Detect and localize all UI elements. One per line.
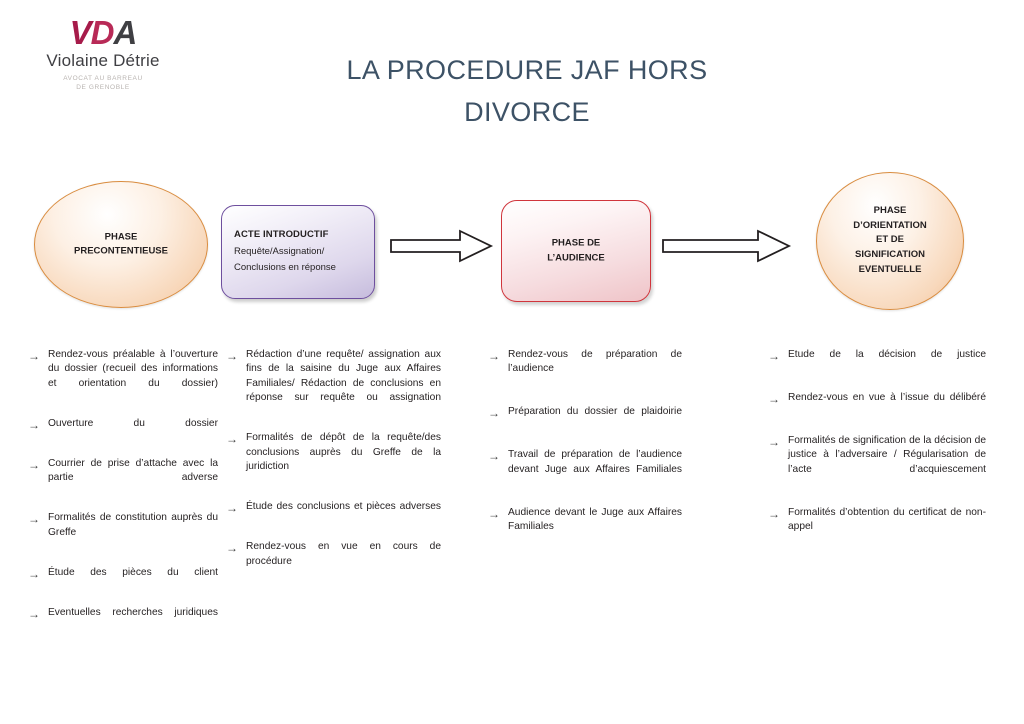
flow-step-line-2: Requête/Assignation/ bbox=[234, 245, 325, 257]
arrow-bullet-icon: → bbox=[488, 349, 500, 363]
page-title-line-1: LA PROCEDURE JAF HORS bbox=[346, 55, 708, 85]
flow-arrow-right-icon bbox=[390, 228, 494, 269]
logo-letter-a: A bbox=[113, 14, 138, 51]
list-item-text: Ouverture du dossier bbox=[48, 417, 218, 429]
logo-mark-vda: VDA bbox=[38, 16, 168, 49]
detail-column-phase-precontentieuse: → Rendez-vous préalable à l’ouverture du… bbox=[28, 348, 218, 646]
logo-name: Violaine Détrie bbox=[46, 51, 160, 70]
list-item-text: Formalités de dépôt de la requête/des co… bbox=[246, 432, 441, 473]
list-item-text: Travail de préparation de l’audience dev… bbox=[508, 449, 682, 475]
detail-column-phase-orientation: → Etude de la décision de justice → Rend… bbox=[768, 348, 986, 563]
list-item-text: Formalités de signification de la décisi… bbox=[788, 434, 986, 475]
list-item: → Audience devant le Juge aux Affaires F… bbox=[488, 506, 682, 549]
list-item: → Ouverture du dossier bbox=[28, 417, 218, 446]
list-item: → Eventuelles recherches juridiques bbox=[28, 606, 218, 635]
list-item: → Formalités de signification de la déci… bbox=[768, 434, 986, 492]
list-item-text: Rendez-vous préalable à l’ouverture du d… bbox=[48, 349, 218, 389]
list-item-text: Audience devant le Juge aux Affaires Fam… bbox=[508, 506, 682, 533]
flow-step-line-4: SIGNIFICATION bbox=[854, 249, 926, 261]
arrow-bullet-icon: → bbox=[28, 512, 40, 527]
list-item: → Etude de la décision de justice bbox=[768, 348, 986, 377]
flow-step-label: PHASE DE L’AUDIENCE bbox=[502, 236, 650, 265]
arrow-bullet-icon: → bbox=[28, 417, 40, 432]
list-item-text: Préparation du dossier de plaidoirie bbox=[508, 406, 682, 418]
flow-step-line-3: ET DE bbox=[876, 234, 904, 246]
list-item: → Courrier de prise d’attache avec la pa… bbox=[28, 457, 218, 500]
logo-letter-d: D bbox=[90, 14, 115, 51]
list-item-text: Étude des pièces du client bbox=[48, 566, 218, 578]
arrow-bullet-icon: → bbox=[488, 449, 500, 464]
arrow-bullet-icon: → bbox=[488, 506, 500, 521]
arrow-bullet-icon: → bbox=[488, 406, 500, 421]
arrow-bullet-icon: → bbox=[28, 457, 40, 472]
list-item-text: Étude des conclusions et pièces adverses bbox=[246, 501, 441, 513]
arrow-bullet-icon: → bbox=[28, 566, 40, 581]
list-item: → Rendez-vous préalable à l’ouverture du… bbox=[28, 348, 218, 406]
logo-subtitle: AVOCAT AU BARREAU DE GRENOBLE bbox=[38, 74, 168, 93]
list-item: → Étude des conclusions et pièces advers… bbox=[226, 500, 441, 529]
brand-logo: VDA Violaine Détrie AVOCAT AU BARREAU DE… bbox=[38, 16, 168, 93]
flow-step-label: PHASE D’ORIENTATION ET DE SIGNIFICATION … bbox=[817, 204, 963, 278]
arrow-bullet-icon: → bbox=[226, 432, 238, 447]
arrow-bullet-icon: → bbox=[226, 349, 238, 363]
list-item-text: Rédaction d’une requête/ assignation aux… bbox=[246, 349, 441, 404]
flow-step-line-1: PHASE DE bbox=[551, 237, 601, 249]
logo-subtitle-line-1: AVOCAT AU BARREAU bbox=[63, 75, 143, 82]
arrow-bullet-icon: → bbox=[768, 506, 780, 521]
list-item-text: Formalités d’obtention du certificat de … bbox=[788, 506, 986, 533]
list-item-text: Courrier de prise d’attache avec la part… bbox=[48, 457, 218, 484]
list-item-text: Formalités de constitution auprès du Gre… bbox=[48, 512, 218, 538]
flow-step-line-1: PHASE bbox=[873, 205, 907, 217]
arrow-bullet-icon: → bbox=[28, 606, 40, 621]
list-item-text: Rendez-vous de préparation de l’audience bbox=[508, 349, 682, 375]
detail-column-phase-audience: → Rendez-vous de préparation de l’audien… bbox=[488, 348, 682, 563]
list-item: → Rendez-vous de préparation de l’audien… bbox=[488, 348, 682, 391]
arrow-bullet-icon: → bbox=[768, 391, 780, 406]
list-item: → Rendez-vous en vue en cours de procédu… bbox=[226, 540, 441, 583]
list-item: → Travail de préparation de l’audience d… bbox=[488, 448, 682, 491]
flow-step-label: PHASE PRECONTENTIEUSE bbox=[35, 230, 207, 259]
logo-letter-v: V bbox=[69, 14, 92, 51]
flow-step-phase-audience: PHASE DE L’AUDIENCE bbox=[501, 200, 651, 302]
flow-step-acte-introductif: ACTE INTRODUCTIF Requête/Assignation/ Co… bbox=[221, 205, 375, 299]
page-title: LA PROCEDURE JAF HORS DIVORCE bbox=[312, 50, 742, 134]
arrow-bullet-icon: → bbox=[768, 349, 780, 363]
flow-step-line-1: ACTE INTRODUCTIF bbox=[234, 229, 329, 241]
list-item: → Formalités de constitution auprès du G… bbox=[28, 511, 218, 554]
flow-step-line-1: PHASE bbox=[104, 230, 138, 242]
arrow-bullet-icon: → bbox=[226, 541, 238, 556]
flow-step-line-3: Conclusions en réponse bbox=[234, 262, 336, 274]
page-title-line-2: DIVORCE bbox=[464, 96, 590, 127]
list-item-text: Eventuelles recherches juridiques bbox=[48, 606, 218, 618]
flow-arrow-right-icon bbox=[662, 228, 792, 269]
list-item: → Formalités de dépôt de la requête/des … bbox=[226, 431, 441, 489]
flow-step-line-2: L’AUDIENCE bbox=[547, 252, 605, 263]
list-item: → Préparation du dossier de plaidoirie bbox=[488, 405, 682, 434]
list-item: → Étude des pièces du client bbox=[28, 566, 218, 595]
list-item-text: Etude de la décision de justice bbox=[788, 349, 986, 360]
list-item: → Rendez-vous en vue à l’issue du délibé… bbox=[768, 391, 986, 420]
flow-step-label: ACTE INTRODUCTIF Requête/Assignation/ Co… bbox=[222, 227, 374, 277]
flow-step-phase-precontentieuse: PHASE PRECONTENTIEUSE bbox=[34, 181, 208, 308]
arrow-bullet-icon: → bbox=[28, 349, 40, 363]
arrow-bullet-icon: → bbox=[768, 434, 780, 449]
flow-step-line-2: PRECONTENTIEUSE bbox=[74, 245, 168, 257]
detail-column-acte-introductif: → Rédaction d’une requête/ assignation a… bbox=[226, 348, 441, 595]
flow-step-line-2: D’ORIENTATION bbox=[853, 219, 927, 231]
list-item: → Formalités d’obtention du certificat d… bbox=[768, 506, 986, 549]
list-item-text: Rendez-vous en vue en cours de procédure bbox=[246, 541, 441, 567]
arrow-bullet-icon: → bbox=[226, 501, 238, 516]
list-item: → Rédaction d’une requête/ assignation a… bbox=[226, 348, 441, 420]
list-item-text: Rendez-vous en vue à l’issue du délibéré bbox=[788, 391, 986, 403]
logo-subtitle-line-2: DE GRENOBLE bbox=[76, 84, 130, 92]
flow-step-phase-orientation: PHASE D’ORIENTATION ET DE SIGNIFICATION … bbox=[816, 172, 964, 310]
flow-step-line-5: EVENTUELLE bbox=[858, 264, 922, 276]
